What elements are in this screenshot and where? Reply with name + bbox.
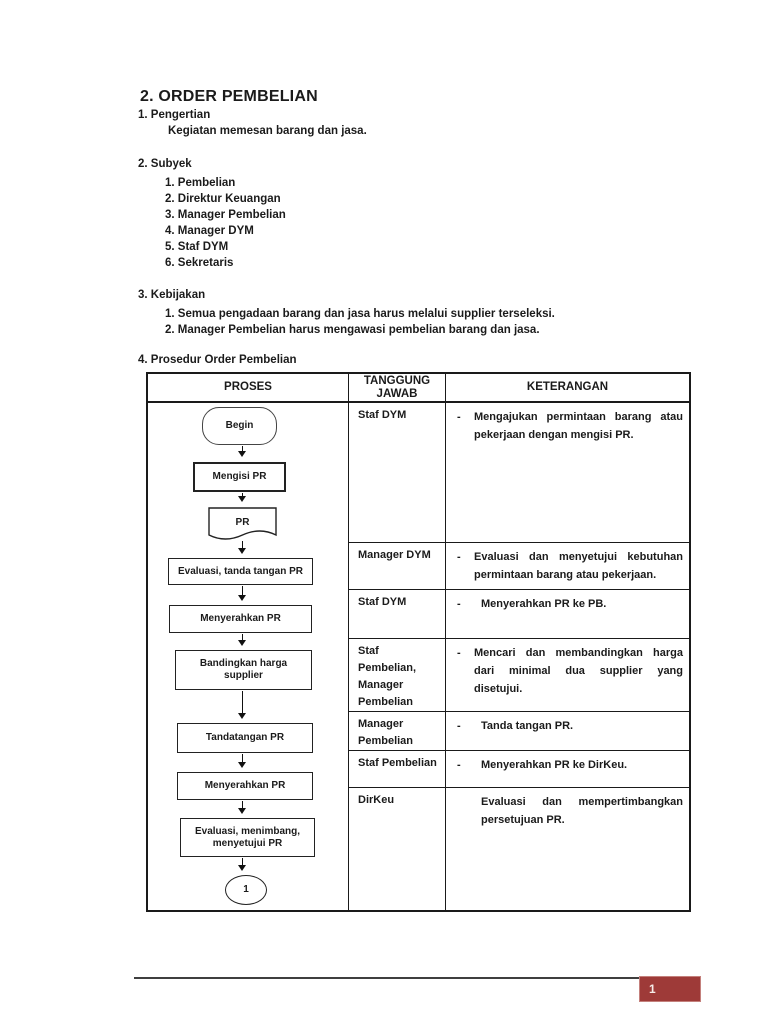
list-item: 5. Staf DYM xyxy=(165,241,229,253)
column-header-keterangan: KETERANGAN xyxy=(526,381,609,393)
description-cell: Evaluasi dan mempertimbangkan persetujua… xyxy=(446,788,689,911)
description-text: Mengajukan permintaan barang atau pekerj… xyxy=(474,411,683,441)
section-heading-prosedur: 4. Prosedur Order Pembelian xyxy=(138,354,297,366)
subyek-list: 1. Pembelian 2. Direktur Keuangan 3. Man… xyxy=(165,175,286,271)
responsible-cell: Staf Pembelian, Manager Pembelian xyxy=(349,639,446,711)
table-row: Manager Pembelian - Tanda tangan PR. xyxy=(349,712,689,751)
flow-arrow xyxy=(238,858,247,871)
table-row: Staf Pembelian, Manager Pembelian - Menc… xyxy=(349,639,689,712)
page-number-badge: 1 xyxy=(639,976,701,1002)
list-item: 6. Sekretaris xyxy=(165,257,234,269)
flow-node-evaluasi-menimbang: Evaluasi, menimbang, menyetujui PR xyxy=(180,818,315,857)
column-header-tanggung-jawab: TANGGUNG JAWAB xyxy=(349,374,446,401)
flowchart: Begin Mengisi PR PR Evaluasi, tanda tang… xyxy=(148,403,347,909)
description-text: Mencari dan membandingkan harga dari min… xyxy=(474,647,683,695)
flow-node-begin: Begin xyxy=(202,407,277,445)
table-row: DirKeu Evaluasi dan mempertimbangkan per… xyxy=(349,787,689,911)
pengertian-body: Kegiatan memesan barang dan jasa. xyxy=(168,125,367,137)
description-cell: - Evaluasi dan menyetujui kebutuhan perm… xyxy=(446,543,689,589)
flow-arrow xyxy=(238,446,247,457)
flow-arrow xyxy=(238,754,247,768)
list-item: 3. Manager Pembelian xyxy=(165,209,286,221)
list-item: 2. Manager Pembelian harus mengawasi pem… xyxy=(165,324,540,336)
bullet-dash: - xyxy=(457,720,461,732)
responsible-cell: Staf DYM xyxy=(349,403,446,542)
flow-arrow xyxy=(238,634,247,646)
section-heading-pengertian: 1. Pengertian xyxy=(138,109,211,121)
description-cell: - Tanda tangan PR. xyxy=(446,712,689,750)
description-text: Menyerahkan PR ke PB. xyxy=(481,597,607,610)
flow-arrow xyxy=(238,586,247,601)
responsible-cell: Staf Pembelian xyxy=(349,751,446,787)
bullet-dash: - xyxy=(457,759,461,771)
procedure-table: PROSES TANGGUNG JAWAB KETERANGAN Begin M… xyxy=(146,372,691,912)
table-row: Manager DYM - Evaluasi dan menyetujui ke… xyxy=(349,543,689,590)
description-text: Menyerahkan PR ke DirKeu. xyxy=(481,759,628,771)
flow-node-bandingkan-harga: Bandingkan harga supplier xyxy=(175,650,312,690)
flow-node-menyerahkan-pr-2: Menyerahkan PR xyxy=(177,772,313,800)
responsible-cell: DirKeu xyxy=(349,787,446,910)
footer-rule xyxy=(134,977,640,979)
description-cell: - Mencari dan membandingkan harga dari m… xyxy=(446,639,689,711)
flow-node-pr-document: PR xyxy=(208,507,277,543)
column-header-proses: PROSES xyxy=(148,374,349,401)
list-item: 4. Manager DYM xyxy=(165,225,254,237)
bullet-dash: - xyxy=(457,411,461,423)
flow-node-menyerahkan-pr-1: Menyerahkan PR xyxy=(169,605,312,633)
description-cell: - Menyerahkan PR ke DirKeu. xyxy=(446,751,689,787)
bullet-dash: - xyxy=(457,551,461,563)
flow-arrow xyxy=(238,493,247,502)
flow-arrow xyxy=(238,801,247,814)
bullet-dash: - xyxy=(457,647,461,659)
description-cell: - Mengajukan permintaan barang atau peke… xyxy=(446,403,689,542)
flow-node-evaluasi-tanda-tangan: Evaluasi, tanda tangan PR xyxy=(168,558,313,585)
kebijakan-list: 1. Semua pengadaan barang dan jasa harus… xyxy=(165,306,555,338)
responsible-cell: Staf DYM xyxy=(349,589,446,638)
flow-arrow xyxy=(238,691,247,719)
table-header-row: PROSES TANGGUNG JAWAB KETERANGAN xyxy=(148,374,689,403)
page-number: 1 xyxy=(649,982,656,996)
table-rows: Staf DYM - Mengajukan permintaan barang … xyxy=(349,403,689,910)
section-heading-kebijakan: 3. Kebijakan xyxy=(138,289,206,301)
section-heading-subyek: 2. Subyek xyxy=(138,158,192,170)
list-item: 1. Semua pengadaan barang dan jasa harus… xyxy=(165,308,555,320)
description-text: Tanda tangan PR. xyxy=(481,720,574,732)
list-item: 2. Direktur Keuangan xyxy=(165,193,281,205)
responsible-cell: Manager Pembelian xyxy=(349,712,446,750)
table-row: Staf DYM - Menyerahkan PR ke PB. xyxy=(349,589,689,639)
flow-arrow xyxy=(238,541,247,554)
description-cell: - Menyerahkan PR ke PB. xyxy=(446,590,689,639)
page-title: 2. ORDER PEMBELIAN xyxy=(140,88,318,105)
flow-node-connector-1: 1 xyxy=(225,875,267,905)
table-row: Staf Pembelian - Menyerahkan PR ke DirKe… xyxy=(349,751,689,788)
responsible-cell: Manager DYM xyxy=(349,543,446,589)
document-shape xyxy=(208,507,277,540)
flow-node-tandatangan-pr: Tandatangan PR xyxy=(177,723,313,753)
flow-node-label: PR xyxy=(235,516,250,528)
description-text: Evaluasi dan mempertimbangkan persetujua… xyxy=(481,795,683,826)
table-row: Staf DYM - Mengajukan permintaan barang … xyxy=(349,403,689,543)
flow-node-mengisi-pr: Mengisi PR xyxy=(193,462,286,492)
flowchart-cell: Begin Mengisi PR PR Evaluasi, tanda tang… xyxy=(148,403,349,910)
description-text: Evaluasi dan menyetujui kebutuhan permin… xyxy=(474,551,683,581)
list-item: 1. Pembelian xyxy=(165,177,236,189)
bullet-dash xyxy=(457,793,481,911)
bullet-dash: - xyxy=(457,597,461,610)
